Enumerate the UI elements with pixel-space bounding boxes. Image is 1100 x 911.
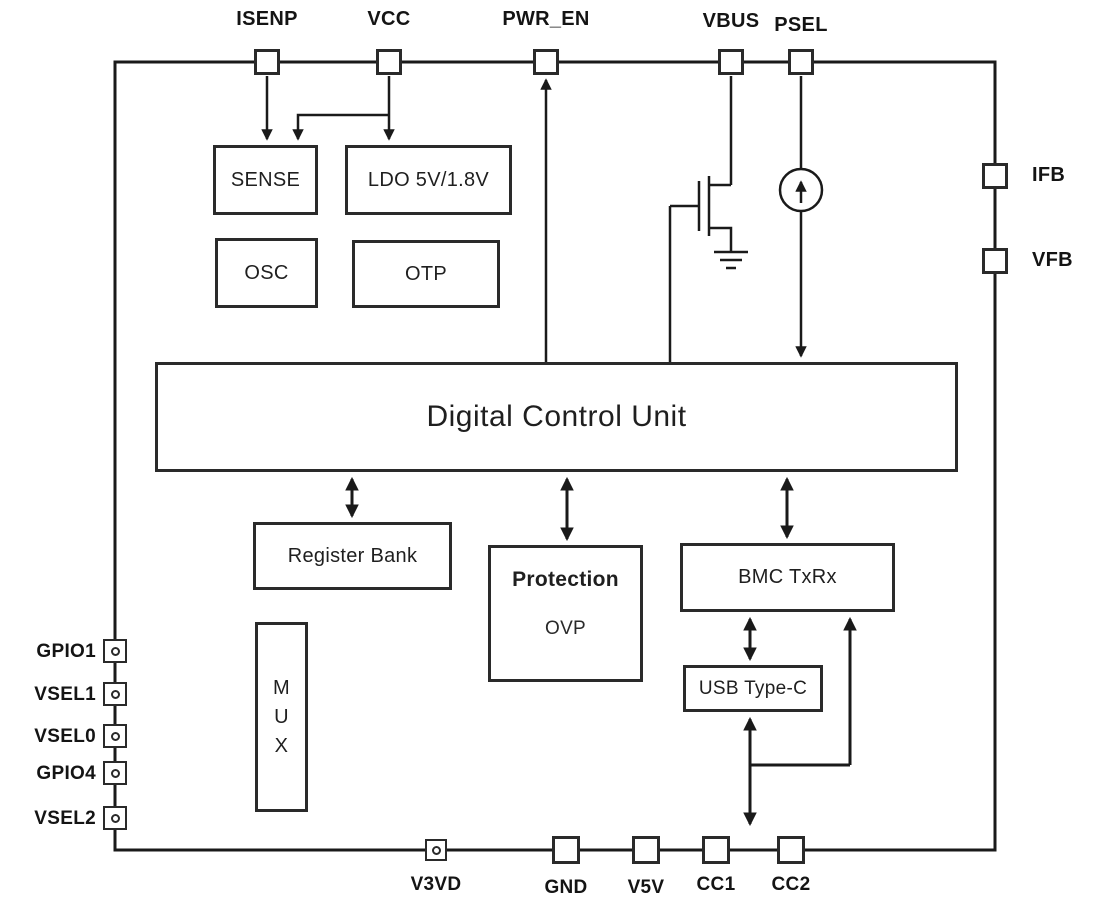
block-register-bank-label: Register Bank — [287, 544, 418, 567]
block-bmc-label: BMC TxRx — [738, 566, 837, 588]
pin-hole-icon — [110, 689, 120, 699]
pin-hole-icon — [110, 731, 120, 741]
block-mux: M U X — [255, 622, 308, 812]
block-protection-label: Protection — [512, 568, 619, 591]
pin-vsel1 — [103, 682, 127, 706]
block-otp: OTP — [352, 240, 500, 308]
pin-gpio4 — [103, 761, 127, 785]
block-sense-label: SENSE — [230, 168, 301, 191]
pin-label-vsel0: VSEL0 — [34, 726, 96, 747]
ground-symbol — [714, 250, 748, 270]
pin-vsel2 — [103, 806, 127, 830]
pin-v5v — [632, 836, 660, 864]
pin-vsel0 — [103, 724, 127, 748]
block-dcu-label: Digital Control Unit — [426, 400, 687, 433]
pin-label-cc1: CC1 — [696, 874, 736, 895]
block-ldo: LDO 5V/1.8V — [345, 145, 512, 215]
pin-hole-icon — [110, 768, 120, 778]
block-register-bank: Register Bank — [253, 522, 452, 590]
block-mux-label: M U X — [273, 676, 290, 757]
wire-vcc-sense — [292, 113, 389, 141]
pin-label-cc2: CC2 — [771, 874, 811, 895]
block-osc: OSC — [215, 238, 318, 308]
pin-gpio1 — [103, 639, 127, 663]
pin-label-vsel1: VSEL1 — [34, 684, 96, 705]
block-usb-label: USB Type-C — [698, 677, 808, 699]
block-bmc-txrx: BMC TxRx — [680, 543, 895, 612]
block-otp-label: OTP — [404, 262, 447, 285]
pin-vbus — [718, 49, 744, 75]
block-usb-typec: USB Type-C — [683, 665, 823, 712]
block-sense: SENSE — [213, 145, 318, 215]
pin-label-vsel2: VSEL2 — [34, 808, 96, 829]
pin-label-isenp: ISENP — [236, 8, 298, 30]
pin-vcc — [376, 49, 402, 75]
block-ovp-label: OVP — [544, 618, 587, 639]
pin-label-gnd: GND — [544, 877, 588, 898]
nmos-transistor-symbol — [670, 176, 733, 252]
pin-label-pwr-en: PWR_EN — [502, 8, 590, 30]
block-osc-label: OSC — [244, 261, 289, 284]
current-source-symbol — [778, 167, 824, 213]
pin-psel — [788, 49, 814, 75]
block-ldo-label: LDO 5V/1.8V — [367, 168, 490, 191]
pin-cc2 — [777, 836, 805, 864]
pin-label-v3vd: V3VD — [410, 874, 462, 895]
pin-label-vfb: VFB — [1032, 249, 1073, 271]
pin-label-vbus: VBUS — [702, 10, 760, 32]
pin-label-ifb: IFB — [1032, 164, 1066, 186]
pin-label-v5v: V5V — [627, 877, 665, 898]
pin-hole-icon — [431, 845, 441, 855]
pin-pwr-en — [533, 49, 559, 75]
block-protection: Protection OVP — [488, 545, 643, 682]
pin-cc1 — [702, 836, 730, 864]
pin-label-psel: PSEL — [774, 14, 828, 36]
block-digital-control-unit: Digital Control Unit — [155, 362, 958, 472]
pin-vfb — [982, 248, 1008, 274]
pin-label-gpio4: GPIO4 — [36, 763, 96, 784]
pin-gnd — [552, 836, 580, 864]
pin-isenp — [254, 49, 280, 75]
pin-ifb — [982, 163, 1008, 189]
pin-label-vcc: VCC — [367, 8, 411, 30]
pin-label-gpio1: GPIO1 — [36, 641, 96, 662]
pin-hole-icon — [110, 646, 120, 656]
pin-v3vd — [425, 839, 447, 861]
pin-hole-icon — [110, 813, 120, 823]
